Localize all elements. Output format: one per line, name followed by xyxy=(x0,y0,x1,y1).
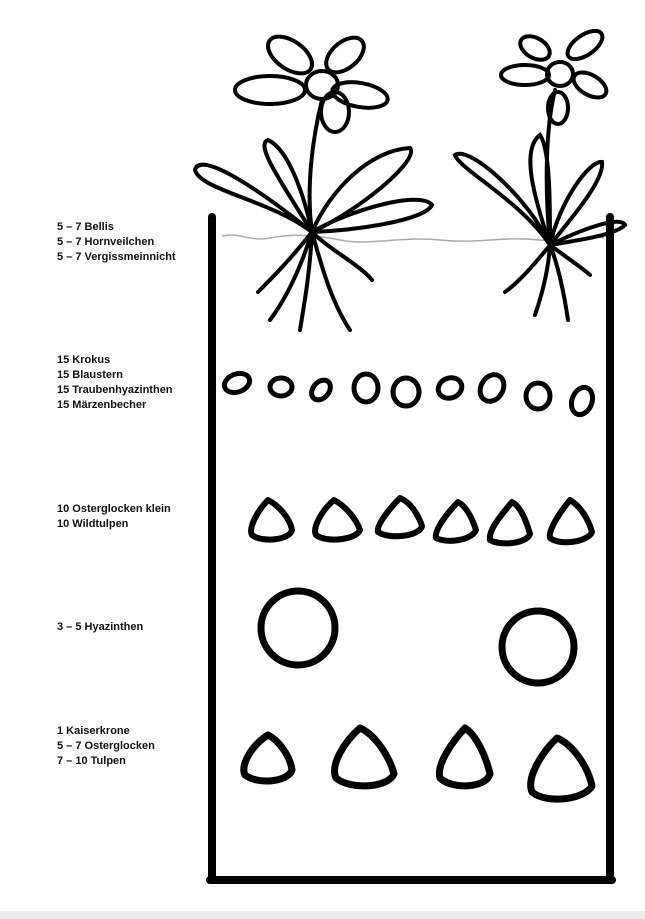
plant-line: 10 Osterglocken klein xyxy=(57,503,171,515)
flower-left xyxy=(192,34,435,332)
plant-line: 5 – 7 Bellis xyxy=(57,221,114,233)
plant-line: 15 Krokus xyxy=(57,354,111,366)
layer-label-surface: 5 – 7 Bellis 5 – 7 Hornveilchen 5 – 7 Ve… xyxy=(57,220,176,265)
plant-line: 5 – 7 Osterglocken xyxy=(57,740,155,752)
flower-right xyxy=(452,28,628,322)
hyacinth-bulb xyxy=(257,587,339,669)
bulbs-teardrop-row-small xyxy=(248,495,595,547)
soil-line xyxy=(221,234,605,243)
plant-line: 1 Kaiserkrone xyxy=(57,725,130,737)
plant-line: 15 Märzenbecher xyxy=(57,399,147,411)
plant-line: 5 – 7 Hornveilchen xyxy=(57,236,155,248)
teardrop-bulb xyxy=(312,497,363,543)
small-bulb xyxy=(435,375,465,401)
layer-label-3: 3 – 5 Hyazinthen xyxy=(57,620,143,635)
small-bulb xyxy=(267,375,295,399)
small-bulb xyxy=(568,384,596,418)
plant-line: 5 – 7 Vergissmeinnicht xyxy=(57,251,176,263)
layer-label-4: 1 Kaiserkrone 5 – 7 Osterglocken 7 – 10 … xyxy=(57,724,155,769)
large-bulb xyxy=(331,724,398,790)
pot xyxy=(206,213,616,884)
teardrop-bulb xyxy=(374,495,425,540)
small-bulb xyxy=(351,371,381,405)
bulbs-round-row xyxy=(257,587,578,687)
bulbs-teardrop-row-large xyxy=(240,724,596,803)
hyacinth-bulb xyxy=(498,607,578,687)
layer-label-2: 10 Osterglocken klein 10 Wildtulpen xyxy=(57,502,171,532)
plant-line: 7 – 10 Tulpen xyxy=(57,755,126,767)
small-bulb xyxy=(390,375,422,409)
plant-line: 15 Traubenhyazinthen xyxy=(57,384,173,396)
teardrop-bulb xyxy=(432,499,479,544)
plant-line: 3 – 5 Hyazinthen xyxy=(57,621,144,633)
large-bulb xyxy=(435,724,494,790)
teardrop-bulb xyxy=(486,499,533,547)
plant-line: 10 Wildtulpen xyxy=(57,518,129,530)
small-bulb xyxy=(309,377,333,403)
bottom-strip xyxy=(0,911,645,919)
plant-line: 15 Blaustern xyxy=(57,369,124,381)
small-bulb xyxy=(477,372,507,404)
large-bulb xyxy=(527,734,596,803)
large-bulb xyxy=(240,731,296,785)
teardrop-bulb xyxy=(248,497,295,543)
teardrop-bulb xyxy=(546,497,595,546)
small-bulb xyxy=(523,380,553,412)
bulbs-small-oval-row xyxy=(221,370,596,418)
layer-label-1: 15 Krokus 15 Blaustern 15 Traubenhyazint… xyxy=(57,353,173,413)
small-bulb xyxy=(221,370,253,396)
